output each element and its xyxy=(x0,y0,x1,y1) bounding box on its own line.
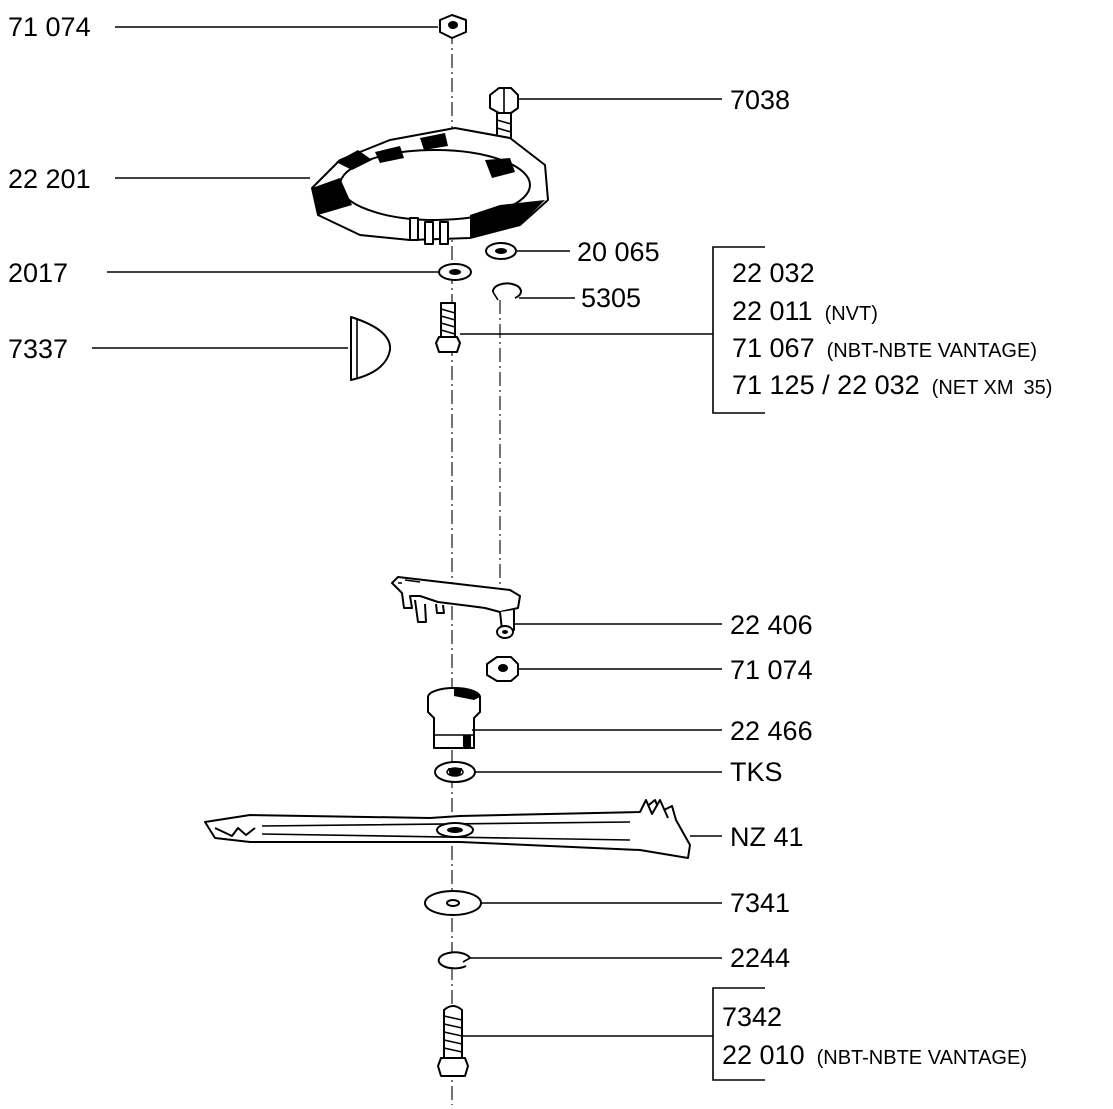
label-7337: 7337 xyxy=(8,334,68,364)
hex-nut-middle xyxy=(486,656,519,682)
clip-tks xyxy=(434,761,476,783)
bracket-22406 xyxy=(391,576,521,639)
label-nz41: NZ 41 xyxy=(730,822,804,852)
bottom-bolt-group2 xyxy=(437,1005,469,1077)
group1-line3: 71 067 (NBT-NBTE VANTAGE) xyxy=(732,333,1037,363)
label-22406: 22 406 xyxy=(730,610,813,640)
label-7341: 7341 xyxy=(730,888,790,918)
bracket-group2 xyxy=(712,987,765,1081)
washer-7341 xyxy=(424,890,482,916)
circlip-5305 xyxy=(491,282,522,301)
label-71074-top: 71 074 xyxy=(8,12,91,42)
label-2017: 2017 xyxy=(8,258,68,288)
label-2244: 2244 xyxy=(730,943,790,973)
key-7337 xyxy=(350,316,392,381)
ring-housing-22201 xyxy=(311,127,549,245)
label-5305: 5305 xyxy=(581,283,641,313)
label-22466: 22 466 xyxy=(730,716,813,746)
washer-2017 xyxy=(438,263,472,281)
group2-line1: 7342 xyxy=(722,1002,782,1032)
stud-bolt-group1 xyxy=(435,302,461,353)
label-tks: TKS xyxy=(730,757,783,787)
label-71074-mid: 71 074 xyxy=(730,655,813,685)
label-20065: 20 065 xyxy=(577,237,660,267)
label-7038: 7038 xyxy=(730,85,790,115)
blade-nz41 xyxy=(204,799,691,859)
washer-20065 xyxy=(485,242,517,260)
group1-line2: 22 011 (NVT) xyxy=(732,296,878,326)
spacer-22466 xyxy=(427,687,481,749)
bolt-7038 xyxy=(489,87,519,146)
circlip-2244 xyxy=(437,951,471,970)
bracket-group1 xyxy=(712,246,765,414)
label-22201: 22 201 xyxy=(8,164,91,194)
group1-line4: 71 125 / 22 032 (NET XM 35) xyxy=(732,370,1052,400)
group1-line1: 22 032 xyxy=(732,258,815,288)
group2-line2: 22 010 (NBT-NBTE VANTAGE) xyxy=(722,1040,1027,1070)
hex-nut-top xyxy=(439,14,467,39)
